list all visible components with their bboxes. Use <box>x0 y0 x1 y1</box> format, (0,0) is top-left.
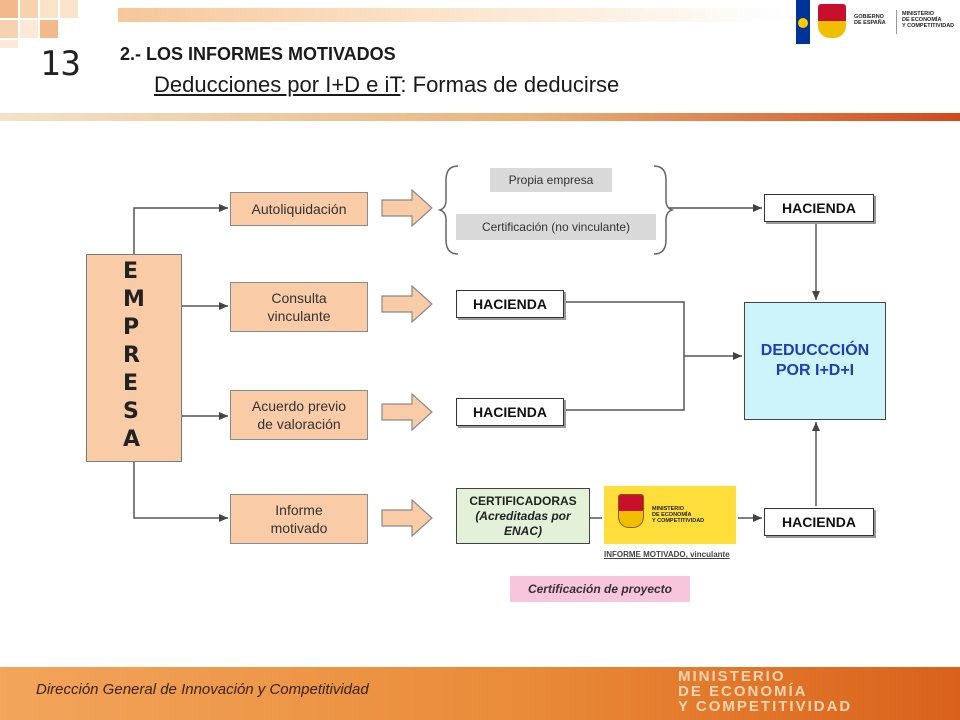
certificadoras-label: (Acreditadas por <box>475 508 571 523</box>
connector-hacienda-merge <box>566 301 685 411</box>
certificacion-proyecto-label: Certificación de proyecto <box>527 582 673 596</box>
empresa-box: E M P R E S A <box>86 254 182 462</box>
slide-number: 13 <box>40 44 81 84</box>
ministerio-logo-text: Y COMPETITIVIDAD <box>652 518 705 524</box>
footer-ministerio: MINISTERIO DE ECONOMÍA Y COMPETITIVIDAD <box>678 669 852 714</box>
footer-ministerio-line: Y COMPETITIVIDAD <box>678 698 853 715</box>
hacienda-box: HACIENDA <box>764 194 874 222</box>
right-brace-icon <box>653 165 675 255</box>
certificadoras-box: CERTIFICADORAS (Acreditadas por ENAC) <box>456 488 590 544</box>
block-arrow-icon <box>381 284 433 324</box>
method-consulta-vinculante: Consulta vinculante <box>230 282 368 332</box>
empresa-letter: M <box>123 287 145 312</box>
ministerio-logo: MINISTERIO DE ECONOMÍA Y COMPETITIVIDAD <box>604 486 736 544</box>
option-certificacion-no-vinculante: Certificación (no vinculante) <box>456 214 656 240</box>
hacienda-label: HACIENDA <box>782 200 856 216</box>
hacienda-label: HACIENDA <box>782 514 856 530</box>
deduccion-label: POR I+D+I <box>775 362 855 379</box>
option-label: Propia empresa <box>508 173 594 187</box>
method-autoliquidacion: Autoliquidación <box>230 192 368 226</box>
empresa-letter: S <box>123 399 139 424</box>
method-informe-motivado: Informe motivado <box>230 494 368 544</box>
ministerio-logo-text: MINISTERIO <box>652 506 685 512</box>
gov-logo-text: GOBIERNO <box>854 14 884 20</box>
hacienda-box: HACIENDA <box>456 290 564 318</box>
empresa-letter: A <box>123 427 141 452</box>
hacienda-box: HACIENDA <box>456 398 564 426</box>
connector-empresa-informe <box>133 462 228 522</box>
option-label: Certificación (no vinculante) <box>481 220 631 234</box>
method-label: Informe <box>275 502 323 518</box>
gov-logo-text: DE ESPAÑA <box>854 20 886 26</box>
section-title: 2.- LOS INFORMES MOTIVADOS <box>120 44 396 64</box>
empresa-letter: E <box>123 259 139 284</box>
method-label: de valoración <box>257 416 341 432</box>
block-arrow-icon <box>381 188 433 228</box>
empresa-letter: R <box>123 343 140 368</box>
footer-band: Dirección General de Innovación y Compet… <box>0 667 960 720</box>
method-label: Acuerdo previo <box>251 398 347 414</box>
left-brace-icon <box>437 165 459 255</box>
block-arrow-icon <box>381 392 433 432</box>
gov-logo-text: DE ECONOMÍA <box>902 17 942 23</box>
certificadoras-label: CERTIFICADORAS <box>469 493 577 508</box>
coat-of-arms-icon <box>618 494 644 528</box>
empresa-letter: E <box>123 371 139 396</box>
method-label: motivado <box>270 520 328 536</box>
eu-flag-icon <box>796 0 810 44</box>
coat-of-arms-icon <box>818 4 846 38</box>
hacienda-label: HACIENDA <box>473 404 547 420</box>
footer-direccion: Dirección General de Innovación y Compet… <box>36 681 369 698</box>
deduccion-box: DEDUCCCIÓN POR I+D+I <box>744 302 886 420</box>
option-propia-empresa: Propia empresa <box>490 168 612 192</box>
header-stripe <box>118 8 788 22</box>
empresa-letter: P <box>123 315 140 340</box>
block-arrow-icon <box>381 498 433 538</box>
method-acuerdo-previo: Acuerdo previo de valoración <box>230 390 368 440</box>
hacienda-box: HACIENDA <box>764 508 874 536</box>
government-logo: GOBIERNO DE ESPAÑA MINISTERIO DE ECONOMÍ… <box>796 0 960 44</box>
header-divider <box>0 113 960 121</box>
gov-logo-text: Y COMPETITIVIDAD <box>902 23 955 29</box>
connector-empresa-autoliquidacion <box>133 204 228 254</box>
subtitle-rest: : Formas de deducirse <box>400 72 620 97</box>
certificacion-proyecto-box: Certificación de proyecto <box>510 576 690 602</box>
certificadoras-label: ENAC) <box>504 523 542 538</box>
hacienda-label: HACIENDA <box>473 296 547 312</box>
footer-ministerio-line: DE ECONOMÍA <box>678 683 808 700</box>
method-label: vinculante <box>267 308 331 324</box>
ministerio-logo-text: DE ECONOMÍA <box>652 512 692 518</box>
footer-ministerio-line: MINISTERIO <box>678 668 786 685</box>
subtitle-underlined: Deducciones por I+D e iT <box>154 72 401 97</box>
deduccion-label: DEDUCCCIÓN <box>760 342 870 359</box>
header-decoration <box>0 0 120 50</box>
method-label: Autoliquidación <box>251 201 347 217</box>
method-label: Consulta <box>271 290 327 306</box>
informe-motivado-caption: INFORME MOTIVADO, vinculante <box>604 550 730 559</box>
gov-logo-text: MINISTERIO <box>902 11 935 17</box>
slide-subtitle: Deducciones por I+D e iT: Formas de dedu… <box>154 72 619 98</box>
